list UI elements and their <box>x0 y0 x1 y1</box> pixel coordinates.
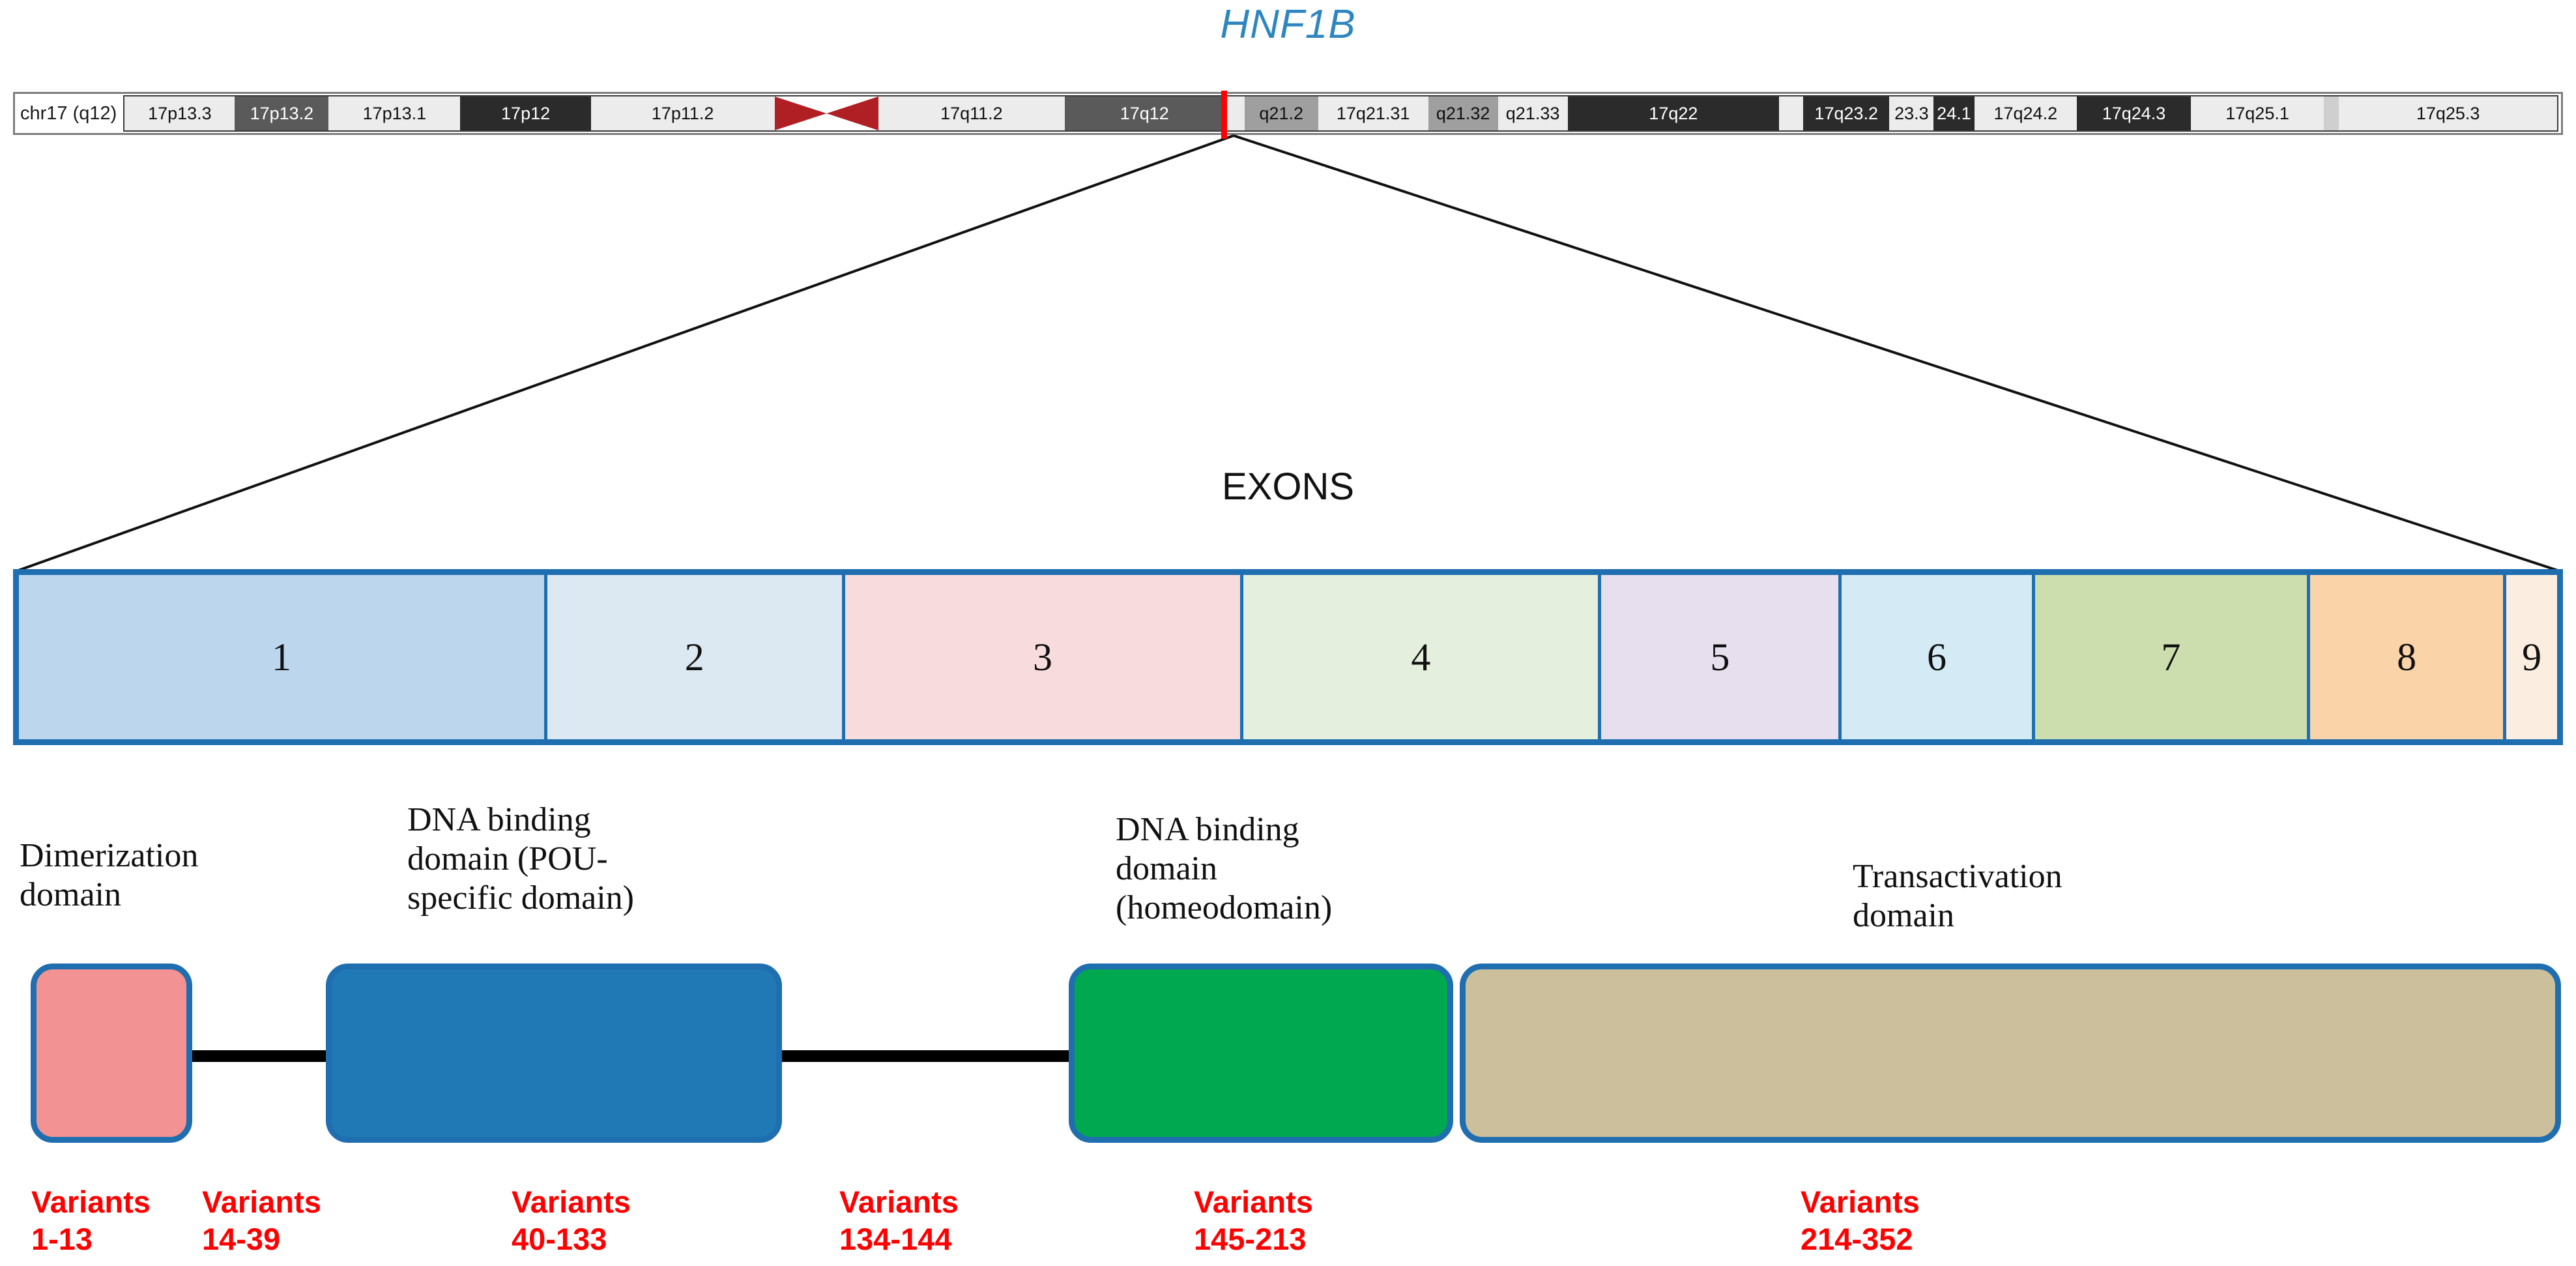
exon-number-label: 7 <box>2161 635 2181 679</box>
exon-number-label: 1 <box>272 635 292 679</box>
cytoband-17q24-3: 17q24.3 <box>2077 96 2191 130</box>
exon-number-label: 4 <box>1411 635 1431 679</box>
cytoband-17q11-2: 17q11.2 <box>878 96 1065 130</box>
exon-number-label: 2 <box>684 635 704 679</box>
chromosome-label: chr17 (q12) <box>15 94 124 133</box>
cytoband-17p13-2: 17p13.2 <box>235 96 329 130</box>
exon-8: 8 <box>2310 575 2507 739</box>
cytoband-q21-32: q21.32 <box>1428 96 1498 130</box>
domain-linker-2 <box>774 1050 1074 1062</box>
exon-number-label: 5 <box>1710 635 1730 679</box>
domain-box-pou <box>326 964 782 1143</box>
domain-label-line: DNA binding <box>407 801 591 838</box>
cytoband-17q24-2: 17q24.2 <box>1974 96 2077 130</box>
exon-number-label: 3 <box>1033 635 1053 679</box>
variant-label-title: Variants <box>839 1185 959 1219</box>
exon-bar: 1 2 3 4 5 6 7 8 9 <box>13 569 2563 745</box>
cytoband-17p13-3: 17p13.3 <box>124 96 235 130</box>
gene-title: HNF1B <box>1220 2 1356 47</box>
exon-4: 4 <box>1243 575 1602 739</box>
cytoband-24-1: 24.1 <box>1933 96 1975 130</box>
domain-box-homeodomain <box>1069 964 1453 1143</box>
exon-number-label: 8 <box>2397 635 2417 679</box>
variant-label-range: 145-213 <box>1194 1222 1307 1256</box>
variant-label-title: Variants <box>512 1185 631 1219</box>
cytoband-17q25-3: 17q25.3 <box>2339 96 2557 130</box>
cytoband-unlabeled-5 <box>774 96 878 130</box>
domain-label-line: domain <box>1853 897 1954 934</box>
domain-label-line: specific domain) <box>407 879 634 917</box>
cytoband-q21-2: q21.2 <box>1244 96 1318 130</box>
zoom-connector-lines <box>18 134 2558 572</box>
cytoband-17p12: 17p12 <box>460 96 591 130</box>
exon-2: 2 <box>547 575 845 739</box>
domain-label-line: Dimerization <box>20 837 199 874</box>
exon-3: 3 <box>845 575 1244 739</box>
domain-label-line: domain (POU- <box>407 840 608 877</box>
domain-label-line: domain <box>1116 850 1217 887</box>
domain-label-line: (homeodomain) <box>1116 889 1333 926</box>
cytoband-17q21-31: 17q21.31 <box>1318 96 1428 130</box>
variant-label-title: Variants <box>31 1185 151 1219</box>
cytoband-17p11-2: 17p11.2 <box>590 96 775 130</box>
domain-linker-1 <box>188 1050 331 1062</box>
exon-number-label: 9 <box>2522 635 2542 679</box>
cytoband-17p13-1: 17p13.1 <box>328 96 461 130</box>
gene-position-marker <box>1221 91 1227 139</box>
cytoband-unlabeled-14 <box>1779 96 1804 130</box>
exons-caption: EXONS <box>1221 465 1355 508</box>
domain-box-transactivation <box>1460 964 2561 1143</box>
domain-label-line: DNA binding <box>1116 811 1299 848</box>
cytoband-17q23-2: 17q23.2 <box>1803 96 1890 130</box>
cytoband-17q25-1: 17q25.1 <box>2191 96 2324 130</box>
exon-9: 9 <box>2506 575 2557 739</box>
variant-label-range: 214-352 <box>1801 1222 1913 1256</box>
exon-6: 6 <box>1842 575 2035 739</box>
variant-label-range: 1-13 <box>31 1222 93 1256</box>
cytoband-17q22: 17q22 <box>1567 96 1780 130</box>
domain-box-dimerization <box>31 964 192 1143</box>
variant-label-title: Variants <box>1194 1185 1313 1219</box>
variant-label-range: 40-133 <box>512 1222 607 1256</box>
cytoband-unlabeled-8 <box>1224 96 1245 130</box>
exon-1: 1 <box>19 575 548 739</box>
protein-domain-track <box>0 964 2576 1166</box>
variant-label-range: 14-39 <box>202 1222 281 1256</box>
exon-5: 5 <box>1601 575 1842 739</box>
exon-number-label: 6 <box>1926 635 1946 679</box>
exon-7: 7 <box>2034 575 2311 739</box>
variant-label-title: Variants <box>1801 1185 1920 1219</box>
cytoband-q21-33: q21.33 <box>1498 96 1568 130</box>
cytoband-17q12: 17q12 <box>1064 96 1224 130</box>
domain-label-line: Transactivation <box>1853 858 2062 895</box>
variant-label-title: Variants <box>202 1185 321 1219</box>
variant-label-range: 134-144 <box>839 1222 952 1256</box>
cytoband-unlabeled-21 <box>2324 96 2339 130</box>
domain-label-line: domain <box>20 876 121 913</box>
cytoband-23-3: 23.3 <box>1889 96 1934 130</box>
